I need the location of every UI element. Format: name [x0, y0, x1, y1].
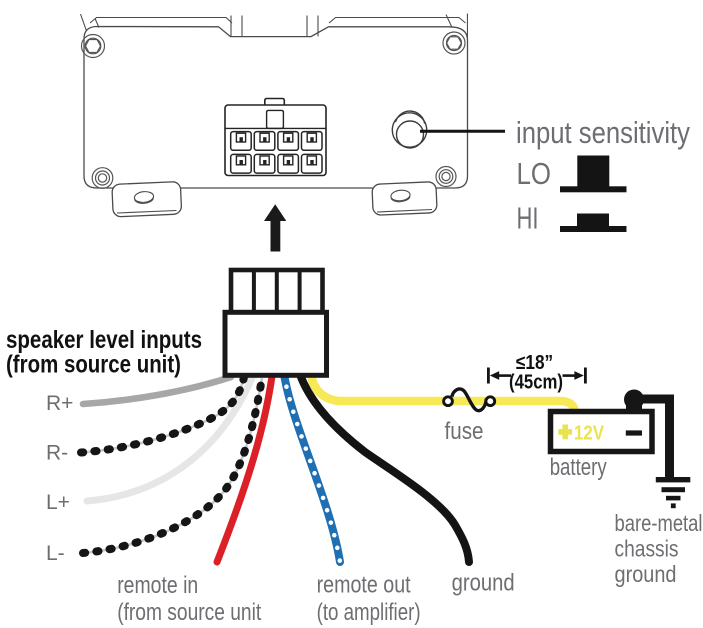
svg-text:chassis: chassis — [615, 536, 679, 562]
svg-text:(45cm): (45cm) — [509, 372, 563, 394]
svg-text:remote out: remote out — [317, 572, 411, 599]
svg-text:bare-metal: bare-metal — [615, 510, 703, 536]
svg-text:(from source unit: (from source unit — [117, 599, 261, 626]
svg-text:battery: battery — [550, 454, 607, 481]
svg-text:L-: L- — [46, 542, 65, 565]
svg-text:fuse: fuse — [445, 418, 484, 445]
svg-text:12V: 12V — [574, 423, 605, 445]
svg-text:speaker level inputs: speaker level inputs — [6, 326, 202, 354]
svg-text:HI: HI — [517, 201, 539, 236]
svg-text:LO: LO — [517, 156, 552, 191]
svg-text:ground: ground — [615, 561, 677, 587]
svg-text:≤18”: ≤18” — [516, 352, 553, 374]
svg-text:(from source unit): (from source unit) — [6, 351, 181, 379]
svg-text:input sensitivity: input sensitivity — [516, 115, 690, 150]
svg-text:L+: L+ — [46, 491, 70, 514]
svg-text:R-: R- — [46, 442, 68, 465]
svg-text:(to amplifier): (to amplifier) — [317, 599, 421, 626]
svg-text:ground: ground — [452, 570, 515, 597]
svg-text:R+: R+ — [46, 392, 73, 415]
svg-text:remote in: remote in — [117, 572, 198, 599]
